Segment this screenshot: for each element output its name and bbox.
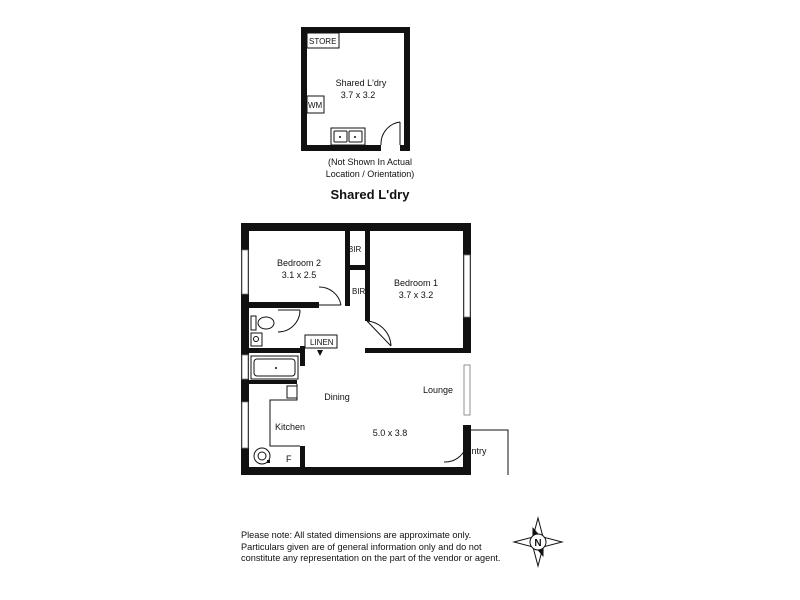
unit-plan: F LINEN Bedroom 2 3.1 x 2.5 BIR BIR Bedr… — [241, 223, 509, 475]
bedroom2-dims: 3.1 x 2.5 — [282, 270, 317, 280]
entry-label: Entry — [465, 446, 487, 456]
laundry-room-name: Shared L'dry — [336, 78, 387, 88]
laundry-note-line1: (Not Shown In Actual — [328, 157, 412, 167]
vanity-icon — [250, 332, 263, 347]
dining-label: Dining — [324, 392, 350, 402]
laundry-title: Shared L'dry — [331, 187, 411, 202]
entry-door-icon — [443, 425, 509, 475]
bathroom-door-icon — [277, 309, 301, 333]
compass-icon: N — [512, 516, 564, 568]
linen-label: LINEN — [310, 338, 334, 347]
disclaimer: Please note: All stated dimensions are a… — [241, 530, 511, 565]
bedroom1-dims: 3.7 x 3.2 — [399, 290, 434, 300]
compass-letter: N — [534, 538, 541, 549]
disclaimer-line2: Particulars given are of general informa… — [241, 541, 482, 552]
kitchen-bench — [269, 384, 300, 447]
laundry-tubs-icon — [330, 127, 366, 146]
bedroom2-door-icon — [318, 286, 342, 306]
laundry-note-line2: Location / Orientation) — [326, 169, 415, 179]
window-bathroom — [241, 354, 249, 380]
window-kitchen — [241, 401, 249, 449]
fridge-label: F — [286, 454, 292, 464]
store-box — [306, 32, 340, 49]
toilet-icon — [250, 315, 275, 331]
bedroom2-name: Bedroom 2 — [277, 258, 321, 268]
linen-cupboard — [304, 334, 338, 349]
bedroom1-name: Bedroom 1 — [394, 278, 438, 288]
store-label: STORE — [309, 37, 336, 46]
window-lounge — [463, 364, 471, 416]
bath-icon — [250, 355, 299, 380]
window-bedroom1 — [463, 254, 471, 318]
disclaimer-line1: Please note: All stated dimensions are a… — [241, 530, 472, 540]
shared-laundry-plan: STORE WM Shared L'dry 3.7 x 3.2 (Not Sho… — [301, 27, 414, 202]
bedroom1-door-icon — [366, 320, 392, 347]
disclaimer-line3: constitute any representation on the par… — [241, 553, 501, 563]
bir-label-2: BIR — [352, 287, 366, 296]
kitchen-label: Kitchen — [275, 422, 305, 432]
cooktop-icon — [253, 447, 271, 465]
wm-label: WM — [308, 101, 323, 110]
lounge-label: Lounge — [423, 385, 453, 395]
living-dims: 5.0 x 3.8 — [373, 428, 408, 438]
bir-label-1: BIR — [348, 245, 362, 254]
washing-machine — [306, 95, 325, 114]
laundry-room-dims: 3.7 x 3.2 — [341, 90, 376, 100]
window-bedroom2 — [241, 249, 249, 295]
laundry-door-icon — [380, 121, 401, 146]
